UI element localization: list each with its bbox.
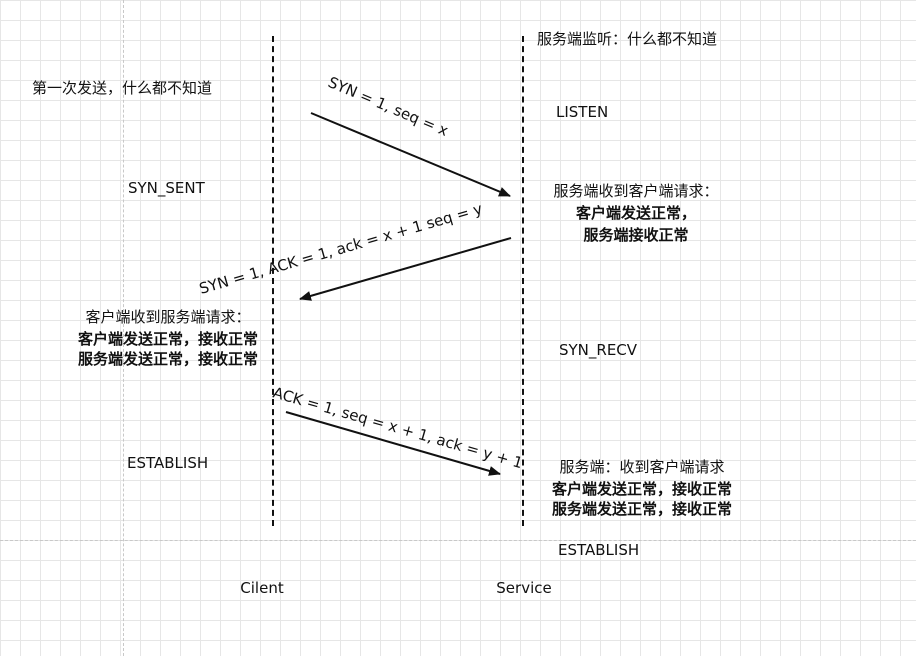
- server-final-note-line: 服务端发送正常，接收正常: [551, 500, 732, 518]
- canvas-guide-vertical: [123, 0, 124, 656]
- syn-ack-arrow: [299, 237, 512, 301]
- client-lifeline-label: Cilent: [240, 579, 284, 597]
- syn-label: SYN = 1, seq = x: [325, 73, 451, 140]
- state-client-establish: ESTABLISH: [127, 454, 209, 472]
- client-receive-note-line: 服务端发送正常，接收正常: [77, 350, 258, 368]
- server-receive-note-line: 客户端发送正常，: [575, 204, 696, 222]
- server-final-note-title: 服务端：收到客户端请求: [559, 458, 725, 476]
- ack-label: ACK = 1, seq = x + 1, ack = y + 1: [271, 384, 525, 473]
- server-final-note-line: 客户端发送正常，接收正常: [551, 480, 732, 498]
- server-lifeline-label: Service: [496, 579, 552, 597]
- server-receive-note-title: 服务端收到客户端请求：: [553, 182, 719, 200]
- client-lifeline: [272, 36, 274, 526]
- client-initial-note: 第一次发送，什么都不知道: [32, 79, 213, 97]
- canvas-guide-horizontal: [0, 540, 916, 541]
- ack-arrow: [285, 411, 501, 476]
- state-syn-recv: SYN_RECV: [559, 341, 638, 359]
- state-syn-sent: SYN_SENT: [128, 179, 205, 197]
- server-initial-note: 服务端监听：什么都不知道: [537, 30, 718, 48]
- server-lifeline: [522, 36, 524, 526]
- syn-ack-label: SYN = 1, ACK = 1, ack = x + 1 seq = y: [197, 200, 484, 298]
- state-listen: LISTEN: [556, 103, 609, 121]
- client-receive-note-line: 客户端发送正常，接收正常: [77, 330, 258, 348]
- client-receive-note-title: 客户端收到服务端请求：: [85, 308, 251, 326]
- syn-arrow: [310, 112, 511, 197]
- state-server-establish: ESTABLISH: [558, 541, 640, 559]
- server-receive-note-line: 服务端接收正常: [583, 226, 689, 244]
